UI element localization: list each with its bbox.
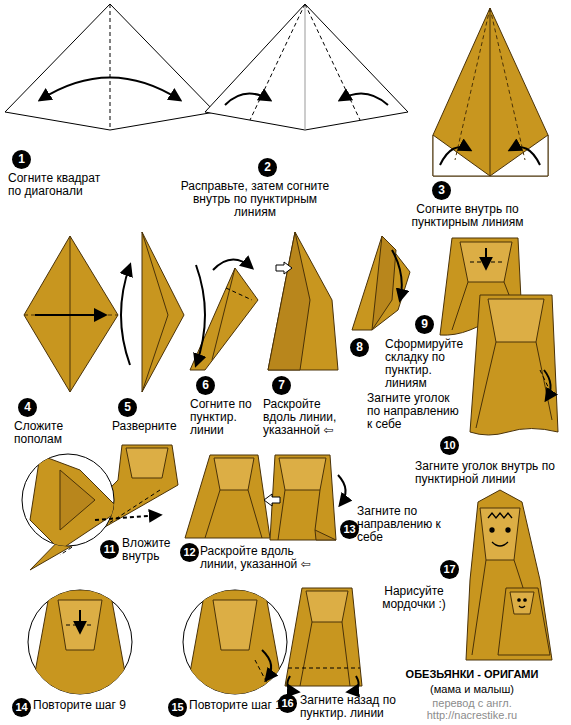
- callout-number: 9: [415, 315, 434, 334]
- callout-number: 12: [180, 543, 199, 562]
- instruction-text: Раскройте вдоль линии, указанной ⇦: [200, 545, 330, 571]
- callout-number: 5: [118, 398, 137, 417]
- callout-number: 1: [12, 150, 31, 169]
- subtitle: (мама и малыш): [386, 683, 558, 695]
- callout-number: 4: [18, 398, 37, 417]
- instruction-text: Раскройте вдоль линии, указанной ⇦: [263, 398, 351, 437]
- instruction-text: Загните уголок по направлению к себе: [367, 392, 459, 431]
- instruction-text: Загните назад по пунктир. линии: [300, 694, 410, 720]
- instruction-text: Нарисуйте мордочки :): [370, 585, 458, 611]
- callout-number: 7: [272, 376, 291, 395]
- credit-text: перевод с англ.: [386, 697, 558, 709]
- callout-number: 6: [196, 376, 215, 395]
- callout-number: 15: [168, 698, 187, 717]
- instruction-text: Загните по направлению к себе: [357, 505, 447, 544]
- instruction-text: Сформируйте складку по пунктир. линиям: [385, 338, 470, 390]
- instruction-text: Согните по пунктир. линии: [190, 398, 260, 437]
- instruction-text: Сложите пополам: [14, 420, 99, 446]
- callout-number: 16: [278, 694, 297, 713]
- callout-number: 10: [440, 436, 459, 455]
- callout-number: 14: [12, 698, 31, 717]
- instruction-text: Согните внутрь по пунктирным линиям: [385, 203, 550, 229]
- instruction-text: Повторите шаг 9: [33, 699, 153, 712]
- instruction-text: Согните квадрат по диагонали: [8, 172, 113, 198]
- instruction-text: Загните уголок внутрь по пунктирной лини…: [415, 460, 560, 486]
- title: ОБЕЗЬЯНКИ - ОРИГАМИ: [386, 668, 558, 681]
- callout-number: 11: [100, 540, 119, 559]
- callout-number: 8: [350, 338, 369, 357]
- instruction-text: Разверните: [112, 420, 187, 433]
- callout-number: 17: [440, 560, 459, 579]
- callout-number: 2: [258, 158, 277, 177]
- instruction-text: Расправьте, затем согните внутрь по пунк…: [180, 180, 330, 219]
- credit-text: http://nacrestike.ru: [386, 709, 558, 721]
- instruction-text: Вложите внутрь: [122, 537, 177, 563]
- callout-number: 3: [432, 181, 451, 200]
- callout-number: 13: [340, 520, 359, 539]
